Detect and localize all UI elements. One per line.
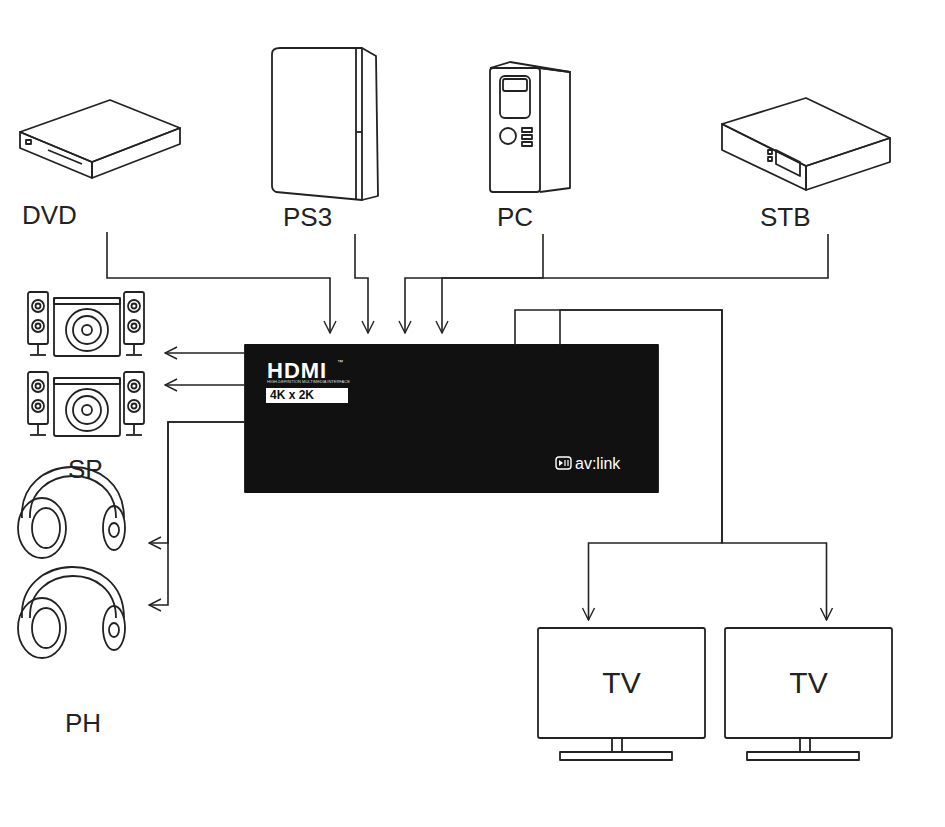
signal-connector [149, 422, 245, 543]
node-label: HDMI [267, 360, 327, 382]
stb-device: STB [716, 92, 896, 234]
signal-connector [149, 422, 245, 605]
node-label: SP [68, 456, 103, 482]
node-label: PC [497, 204, 533, 230]
signal-connector [355, 234, 368, 333]
signal-connector [165, 352, 245, 354]
node-label: 4K x 2K [270, 389, 314, 401]
ps3-device: PS3 [268, 44, 383, 234]
speaker-group: SP [22, 285, 157, 485]
node-label: ™ [337, 359, 343, 365]
node-label: PH [65, 710, 101, 736]
node-label: STB [760, 204, 811, 230]
signal-connector [515, 310, 722, 620]
node-label: DVD [22, 202, 77, 228]
signal-connector [560, 310, 827, 620]
node-label: av:link [575, 456, 620, 472]
node-label: TV [789, 668, 827, 698]
signal-connector [165, 384, 245, 386]
node-label: PS3 [283, 204, 332, 230]
signal-connector [107, 232, 330, 333]
node-label: HIGH-DEFINITION MULTIMEDIA INTERFACE [267, 380, 350, 384]
signal-connector [442, 234, 828, 333]
dvd-device: DVD [15, 95, 185, 232]
headphone-group: PH [18, 500, 143, 745]
pc-device: PC [486, 62, 576, 234]
tv-screen: TV [538, 628, 705, 738]
node-label: TV [602, 668, 640, 698]
tv-screen: TV [725, 628, 892, 738]
hdmi-switch: HDMI ™ HIGH-DEFINITION MULTIMEDIA INTERFAC… [245, 345, 658, 492]
signal-connector [405, 234, 543, 333]
